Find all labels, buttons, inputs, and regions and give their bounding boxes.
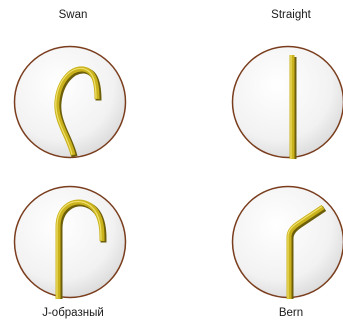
- bern-tip-circle: [231, 185, 343, 299]
- swan-neck-tip-icon: [13, 45, 127, 159]
- j-shaped-tip-circle: [13, 185, 127, 299]
- swan-tip-circle: [13, 45, 127, 159]
- straight-tip-icon: [231, 45, 343, 159]
- j-shaped-tip-icon: [13, 185, 127, 299]
- tip-label-j-shaped: J-образный: [13, 306, 133, 320]
- tip-label-swan: Swan: [13, 8, 133, 22]
- tip-label-straight: Straight: [231, 8, 343, 22]
- bern-tip-icon: [231, 185, 343, 299]
- tip-label-bern: Bern: [231, 306, 343, 320]
- straight-tip-circle: [231, 45, 343, 159]
